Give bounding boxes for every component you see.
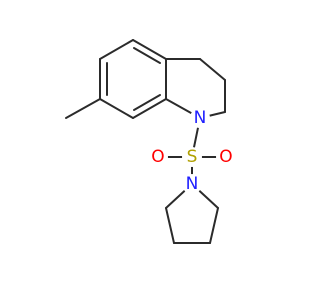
atom-n-ring: N — [190, 108, 210, 128]
svg-text:O: O — [151, 147, 164, 167]
atom-labels: N S O O N — [148, 108, 236, 194]
svg-text:O: O — [219, 147, 232, 167]
bonds — [65, 39, 227, 244]
bond-aromatic-c6-c5-inner — [133, 47, 161, 64]
atom-sulfur: S — [182, 147, 202, 167]
svg-text:N: N — [186, 174, 199, 194]
bond-aromatic-c8a-c8 — [99, 98, 134, 119]
atom-n-pyrrolidine: N — [182, 174, 202, 194]
bond-methyl — [65, 98, 101, 119]
svg-text:N: N — [194, 108, 207, 128]
atom-oxygen-left: O — [148, 147, 168, 167]
bond-c4-c3 — [199, 58, 226, 81]
bond-pyr-c1-c2 — [209, 207, 219, 244]
molecule-structure: N S O O N — [65, 39, 236, 244]
svg-text:S: S — [187, 147, 198, 167]
atom-oxygen-right: O — [216, 147, 236, 167]
bond-aromatic-c4a-c8a-inner — [133, 94, 161, 111]
bond-aromatic-c6-c5 — [132, 39, 167, 60]
bond-pyr-c3-c4 — [165, 207, 175, 244]
bond-aromatic-c4a-c8a — [132, 98, 167, 119]
bond-aromatic-c7-c6 — [99, 39, 134, 60]
